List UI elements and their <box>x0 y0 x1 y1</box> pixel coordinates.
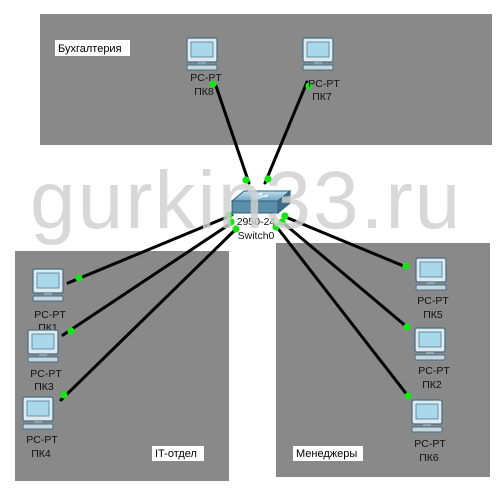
svg-text:2950-24: 2950-24 <box>237 216 276 228</box>
svg-text:PC-PT: PC-PT <box>414 438 446 450</box>
link-pc8-switch[interactable] <box>214 84 251 185</box>
pc-icon <box>22 396 54 430</box>
pc-icon <box>411 399 443 433</box>
svg-text:ПК4: ПК4 <box>31 448 51 460</box>
pc-icon <box>27 329 59 363</box>
svg-text:ПК6: ПК6 <box>419 452 439 464</box>
area-label-it: IT-отдел <box>152 446 204 461</box>
svg-text:ПК5: ПК5 <box>423 309 443 321</box>
svg-text:ПК3: ПК3 <box>34 381 54 393</box>
watermark-text: gurkin33.ru <box>30 155 462 246</box>
pc-icon <box>414 327 446 361</box>
link-pc4-switch[interactable] <box>59 227 238 402</box>
svg-text:ПК2: ПК2 <box>422 379 442 391</box>
port-indicators <box>60 80 412 400</box>
pc-pk2[interactable]: PC-PT ПК2 <box>414 327 450 391</box>
svg-text:Бухгалтерия: Бухгалтерия <box>58 43 122 55</box>
link-pc7-switch[interactable] <box>263 80 309 185</box>
area-managers <box>276 243 490 477</box>
svg-text:PC-PT: PC-PT <box>26 434 58 446</box>
svg-text:IT-отдел: IT-отдел <box>155 448 197 460</box>
svg-text:ПК7: ПК7 <box>312 91 332 103</box>
link-pc6-switch[interactable] <box>274 224 410 398</box>
pc-pk5[interactable]: PC-PT ПК5 <box>415 257 449 321</box>
pc-icon <box>302 37 334 71</box>
pc-pk7[interactable]: PC-PT ПК7 <box>302 37 340 103</box>
pc-pk4[interactable]: PC-PT ПК4 <box>22 396 58 460</box>
area-label-managers: Менеджеры <box>293 446 363 461</box>
svg-text:PC-PT: PC-PT <box>417 295 449 307</box>
link-pc5-switch[interactable] <box>281 214 408 269</box>
area-label-accounting: Бухгалтерия <box>55 40 130 56</box>
pc-pk6[interactable]: PC-PT ПК6 <box>411 399 446 464</box>
pc-icon <box>186 37 218 71</box>
pc-icon <box>415 257 447 291</box>
link-pc3-switch[interactable] <box>61 220 235 337</box>
link-pc2-switch[interactable] <box>279 219 409 329</box>
svg-text:Switch0: Switch0 <box>238 230 275 242</box>
link-pc1-switch[interactable] <box>66 213 234 285</box>
svg-text:PC-PT: PC-PT <box>190 72 222 84</box>
svg-text:PC-PT: PC-PT <box>30 368 62 380</box>
area-accounting <box>40 14 492 145</box>
pc-icon <box>32 268 64 302</box>
switch-icon <box>230 189 292 215</box>
pc-pk3[interactable]: PC-PT ПК3 <box>27 329 62 393</box>
pc-pk8[interactable]: PC-PT ПК8 <box>186 37 222 98</box>
svg-text:ПК8: ПК8 <box>194 86 214 98</box>
switch0[interactable]: 2950-24 Switch0 <box>230 189 292 242</box>
svg-text:PC-PT: PC-PT <box>418 365 450 377</box>
svg-text:Менеджеры: Менеджеры <box>296 448 357 460</box>
svg-text:PC-PT: PC-PT <box>308 78 340 90</box>
svg-text:PC-PT: PC-PT <box>34 309 66 321</box>
